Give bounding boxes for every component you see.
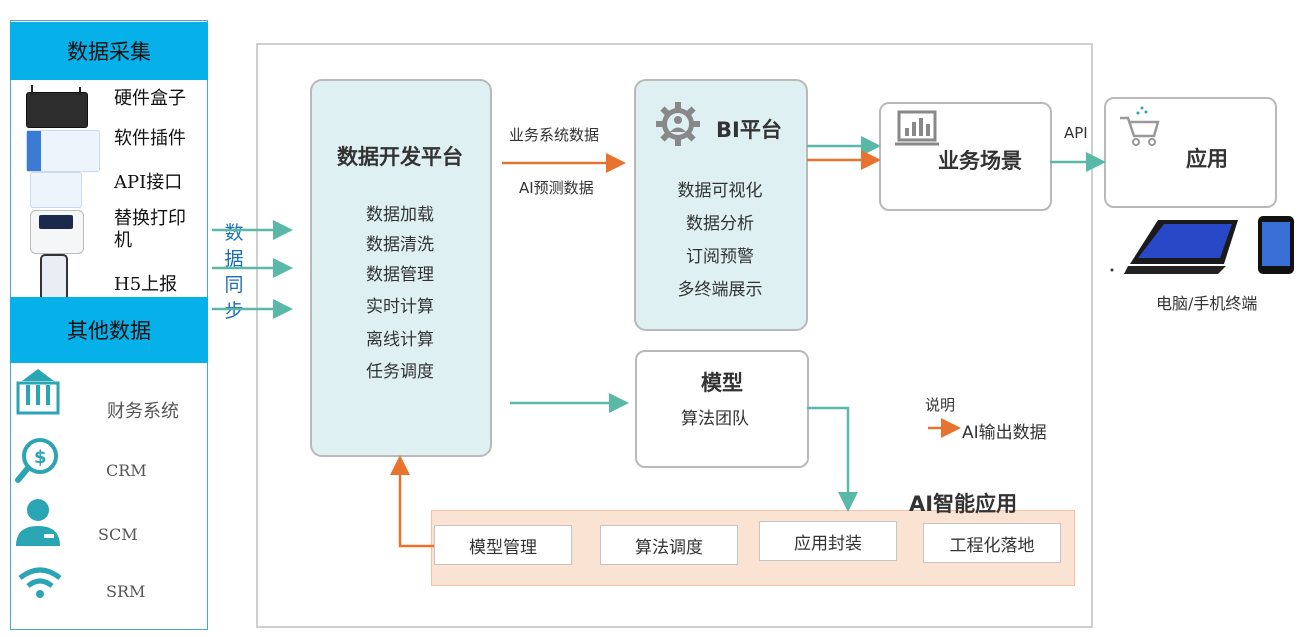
ai-app-title: AI智能应用 [909, 492, 1018, 516]
software-plugin-icon [26, 130, 100, 172]
other-item-label: 财务系统 [107, 401, 179, 422]
business-scene-box [879, 102, 1052, 211]
bi-item: 订阅预警 [686, 247, 754, 267]
collection-item-label: H5上报 [114, 274, 178, 295]
other-data-title: 其他数据 [67, 319, 151, 343]
business-scene-title: 业务场景 [938, 149, 1022, 173]
collection-item-label: 软件插件 [114, 128, 186, 149]
bi-item: 数据可视化 [677, 181, 763, 201]
ai-app-item: 模型管理 [434, 525, 572, 565]
data-collection-header: 数据采集 [10, 22, 208, 80]
legend-item-label: AI输出数据 [962, 423, 1047, 443]
data-dev-platform-title: 数据开发平台 [337, 145, 463, 169]
shopping-cart-icon [1120, 106, 1160, 146]
model-to-ai-arrow [807, 406, 858, 512]
person-icon [16, 499, 60, 546]
dev-item: 数据管理 [366, 265, 434, 285]
data-collection-title: 数据采集 [67, 40, 151, 64]
data-dev-platform-list: 数据加载 数据清洗 数据管理 实时计算 离线计算 任务调度 [310, 200, 490, 387]
data-sync-label: 数 据 同 步 [222, 220, 246, 324]
other-item-label: SRM [106, 582, 146, 601]
ai-app-item-label: 模型管理 [469, 537, 537, 558]
dev-item: 任务调度 [366, 362, 434, 382]
application-title: 应用 [1186, 147, 1228, 171]
gear-person-icon [656, 102, 700, 146]
collection-item-label: API接口 [114, 172, 183, 193]
api-interface-icon [30, 172, 82, 208]
legend-title: 说明 [925, 396, 956, 414]
sync-char: 据 [224, 248, 244, 270]
model-title: 模型 [701, 371, 743, 395]
ai-app-item: 工程化落地 [923, 523, 1061, 563]
ai-data-label: AI预测数据 [519, 179, 594, 197]
bi-item: 多终端展示 [677, 280, 763, 300]
other-data-header: 其他数据 [10, 297, 208, 363]
bi-platform-list: 数据可视化 数据分析 订阅预警 多终端展示 [634, 176, 806, 308]
sync-char: 步 [224, 300, 244, 322]
laptop-phone-icon [1110, 216, 1294, 274]
sync-char: 数 [224, 222, 244, 244]
ai-app-item-label: 应用封装 [794, 533, 862, 554]
bank-icon [16, 369, 60, 415]
printer-icon [30, 210, 84, 254]
api-label: API [1064, 124, 1088, 142]
model-box [635, 350, 809, 468]
other-item-label: SCM [98, 525, 138, 544]
data-dev-platform-box [310, 79, 492, 457]
ai-app-item: 应用封装 [759, 521, 897, 561]
ai-app-item: 算法调度 [600, 525, 738, 565]
wifi-icon [18, 567, 62, 598]
model-subtitle: 算法团队 [681, 409, 749, 429]
bi-item: 数据分析 [686, 214, 754, 234]
dev-item: 离线计算 [366, 330, 434, 350]
svg-text:$: $ [34, 447, 47, 468]
ai-app-item-label: 算法调度 [635, 537, 703, 558]
ai-app-item-label: 工程化落地 [949, 535, 1035, 556]
dev-item: 数据清洗 [366, 235, 434, 255]
collection-item-label: 硬件盒子 [114, 88, 186, 109]
business-data-label: 业务系统数据 [509, 126, 600, 144]
other-item-label: CRM [106, 461, 147, 480]
terminals-label: 电脑/手机终端 [1156, 294, 1258, 313]
sync-char: 同 [224, 274, 244, 296]
dev-item: 数据加载 [366, 205, 434, 225]
bi-platform-title: BI平台 [716, 118, 782, 142]
money-search-icon: $ [15, 438, 58, 483]
ai-to-dev-arrow [390, 455, 434, 548]
hardware-box-icon [26, 85, 88, 128]
collection-item-label: 替换打印机 [114, 208, 186, 251]
dev-item: 实时计算 [366, 297, 434, 317]
report-chart-icon [895, 110, 939, 146]
